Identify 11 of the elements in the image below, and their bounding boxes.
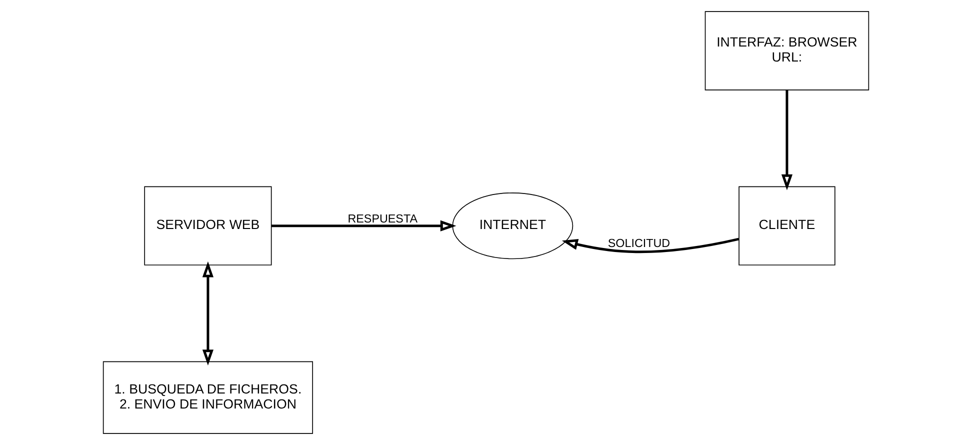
- node-box: 1. BUSQUEDA DE FICHEROS. 2. ENVIO DE INFORMACION: [102, 361, 312, 434]
- arrow: [271, 220, 456, 232]
- arrow: [202, 261, 214, 366]
- edge-label: RESPUESTA: [347, 212, 417, 226]
- node-box: CLIENTE: [738, 186, 835, 266]
- node-ellipse: INTERNET: [452, 192, 573, 260]
- node-box: SERVIDOR WEB: [144, 186, 272, 266]
- arrow: [780, 90, 792, 190]
- edge-label: SOLICITUD: [607, 236, 670, 250]
- arrow: [561, 238, 738, 254]
- node-box: INTERFAZ: BROWSER URL:: [704, 11, 869, 90]
